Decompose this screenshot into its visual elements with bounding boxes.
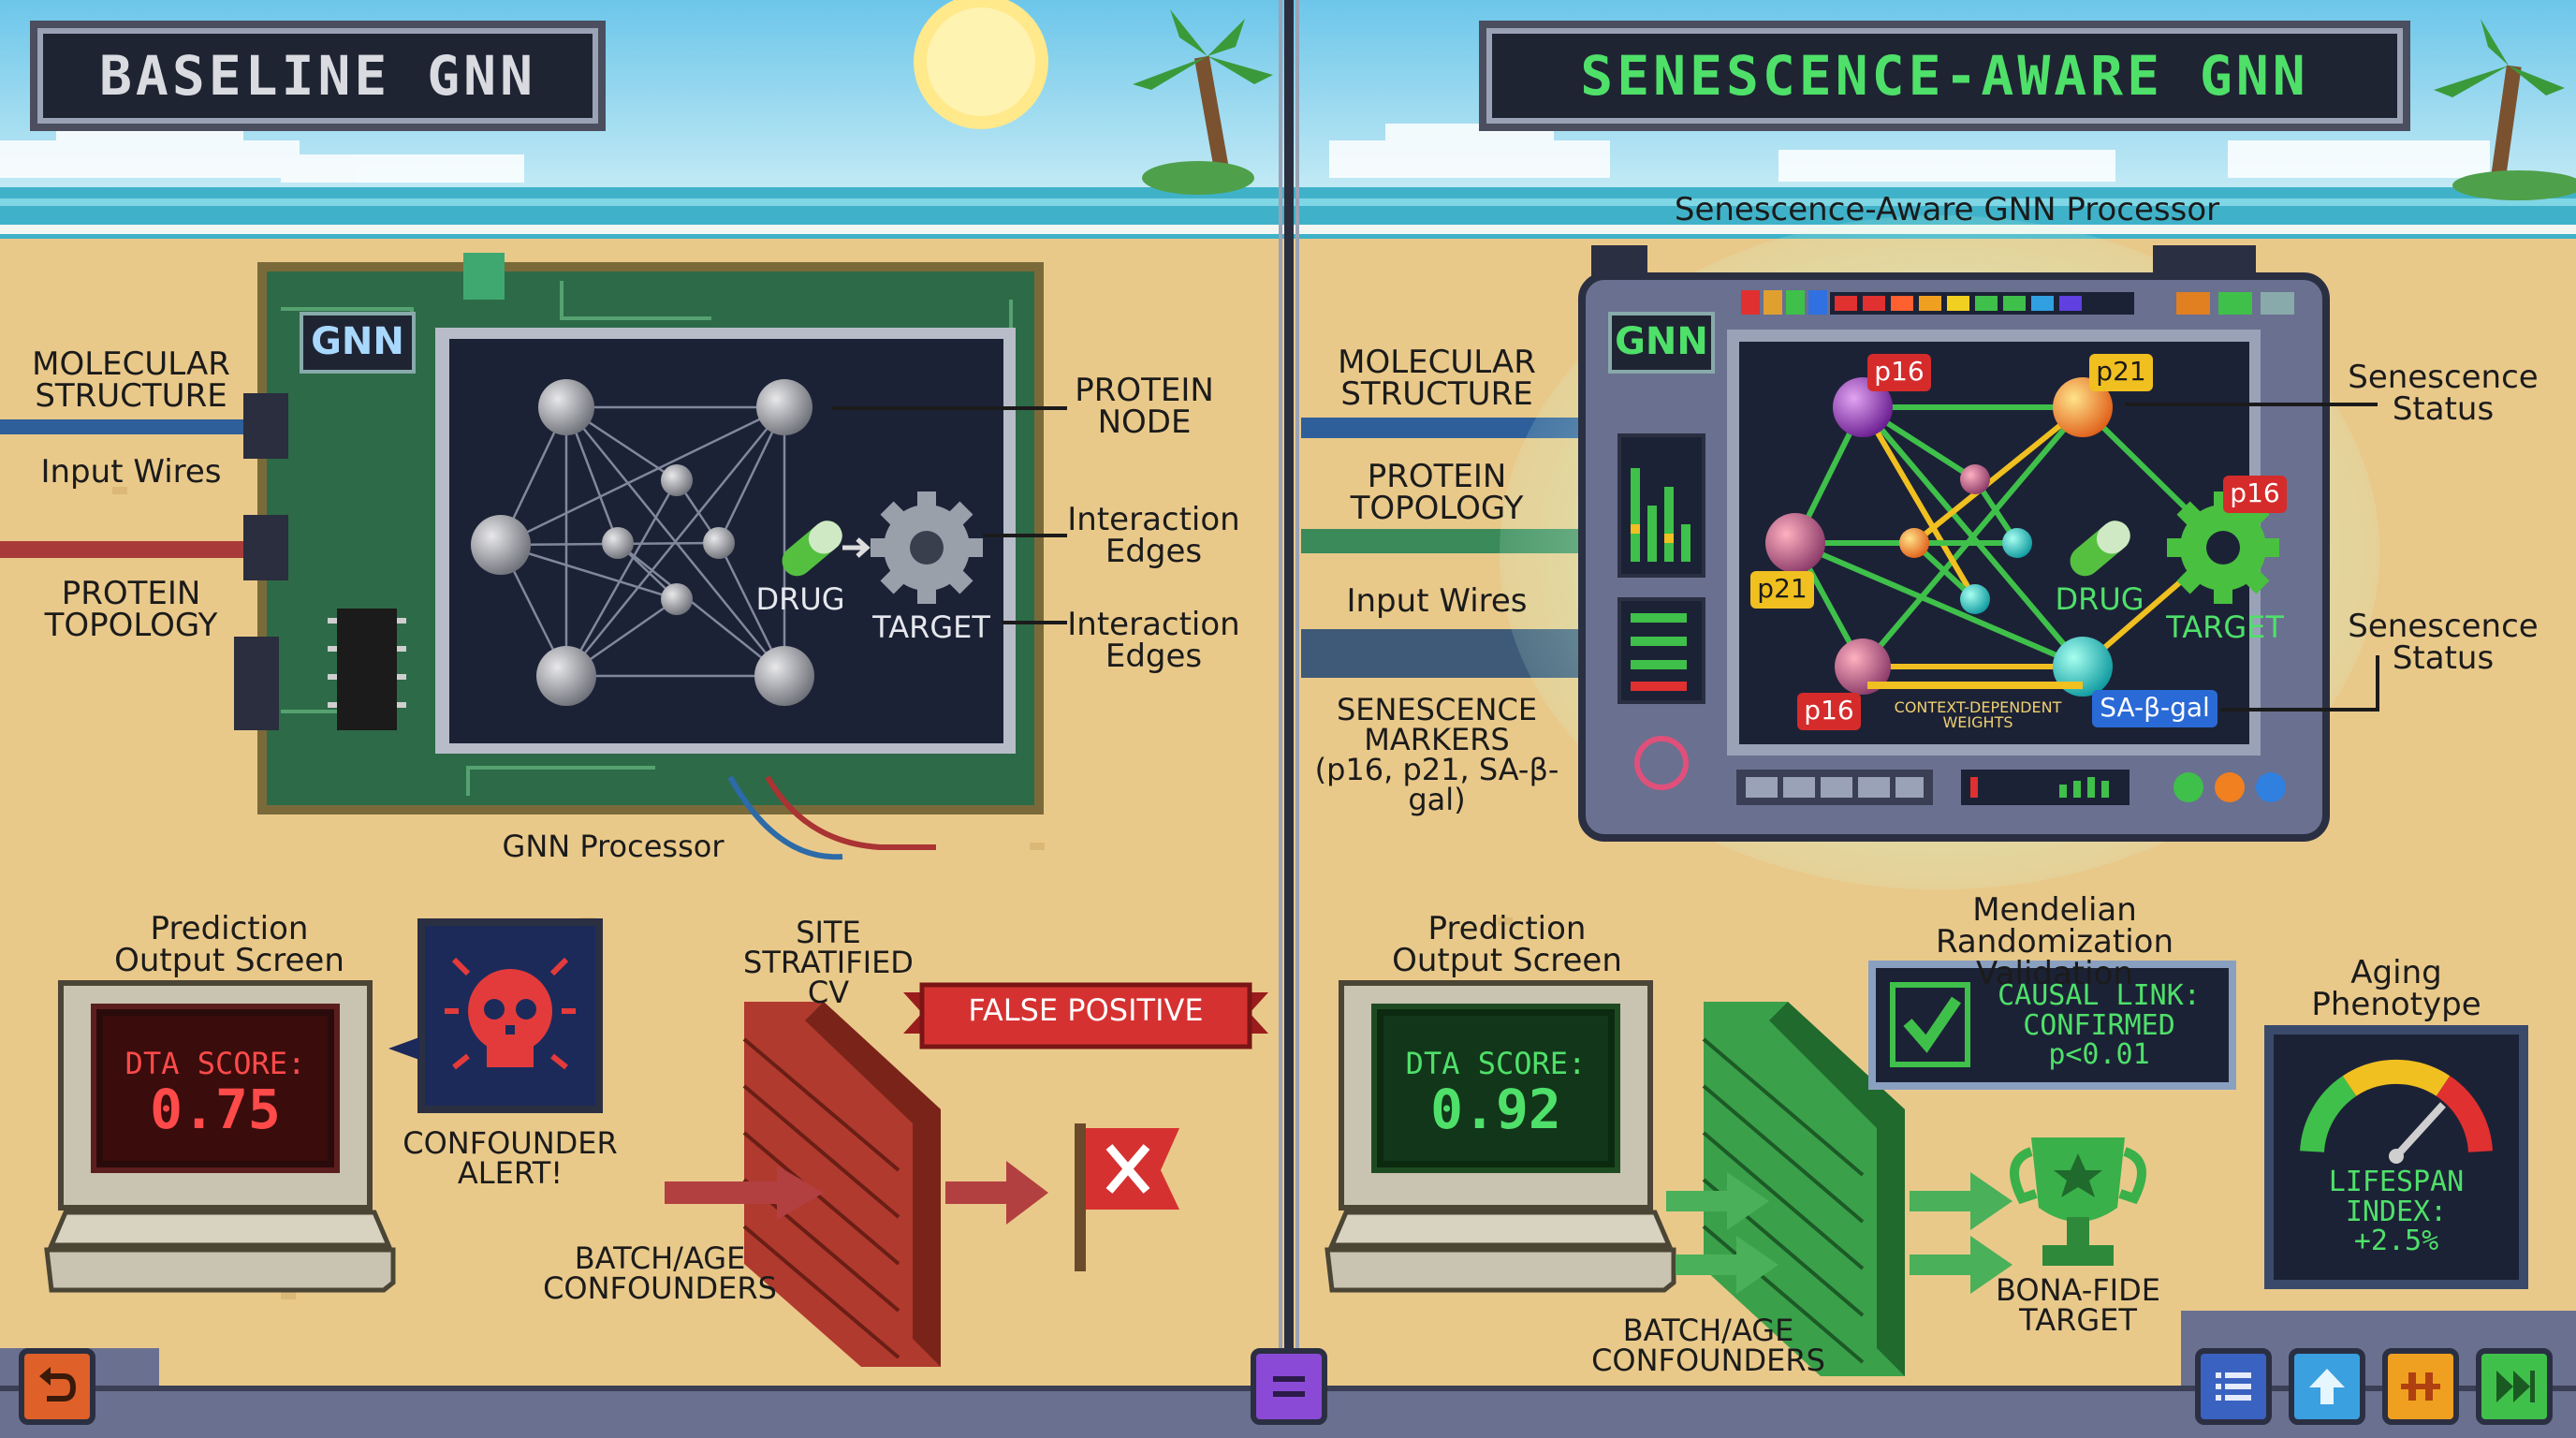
left-confounder-alert: CONFOUNDER ALERT! bbox=[402, 1125, 618, 1191]
left-title: BASELINE GNN bbox=[30, 21, 606, 131]
left-edges-callout-2: Interaction Edges bbox=[1067, 606, 1240, 675]
left-false-positive-banner: FALSE POSITIVE bbox=[968, 992, 1204, 1028]
left-protein-node-callout: PROTEIN NODE bbox=[1075, 372, 1214, 441]
right-input-topology-label: PROTEIN TOPOLOGY bbox=[1350, 458, 1524, 527]
pause-button[interactable] bbox=[2382, 1348, 2459, 1425]
fast-forward-icon bbox=[2496, 1371, 2535, 1402]
tag-p16-bottom: p16 bbox=[1804, 695, 1854, 726]
tag-sa-beta-gal: SA-β-gal bbox=[2100, 692, 2210, 723]
tag-p21-top: p21 bbox=[2096, 356, 2146, 387]
left-target-label: TARGET bbox=[872, 609, 990, 645]
context-weights-label: CONTEXT-DEPENDENT WEIGHTS bbox=[1894, 698, 2062, 731]
left-dta-title: DTA SCORE: bbox=[124, 1046, 306, 1081]
pause-icon bbox=[2401, 1372, 2440, 1401]
right-input-molecular-label: MOLECULAR STRUCTURE bbox=[1338, 344, 1536, 413]
right-confounders-label: BATCH/AGE CONFOUNDERS bbox=[1591, 1313, 1825, 1378]
left-input-molecular-label: MOLECULAR STRUCTURE bbox=[32, 345, 230, 415]
left-site-cv-label: SITE STRATIFIED CV bbox=[743, 915, 914, 1010]
fast-forward-button[interactable] bbox=[2476, 1348, 2553, 1425]
left-processor-label: GNN Processor bbox=[502, 829, 724, 864]
right-dta-value: 0.92 bbox=[1430, 1078, 1561, 1141]
left-dta-value: 0.75 bbox=[150, 1078, 281, 1141]
tag-p21-left: p21 bbox=[1757, 573, 1808, 604]
tag-p16-top: p16 bbox=[1874, 356, 1925, 387]
left-confounders-label: BATCH/AGE CONFOUNDERS bbox=[543, 1240, 777, 1306]
right-gnn-chip-label: GNN bbox=[1615, 320, 1708, 363]
right-drug-label: DRUG bbox=[2055, 581, 2144, 617]
senescence-status-callout-1: Senescence Status bbox=[2348, 359, 2539, 428]
left-edges-callout-1: Interaction Edges bbox=[1067, 501, 1240, 570]
menu-button[interactable] bbox=[1251, 1348, 1327, 1425]
tag-p16-right: p16 bbox=[2230, 477, 2280, 508]
mr-validation-label: Mendelian Randomization Validation bbox=[1935, 891, 2174, 992]
right-processor-label: Senescence-Aware GNN Processor bbox=[1674, 191, 2220, 228]
back-button[interactable] bbox=[19, 1348, 95, 1425]
senescence-status-callout-2: Senescence Status bbox=[2348, 608, 2539, 677]
left-input-topology-label: PROTEIN TOPOLOGY bbox=[44, 575, 218, 644]
undo-arrow-icon bbox=[39, 1367, 77, 1401]
bona-fide-target-label: BONA-FIDE TARGET bbox=[1996, 1272, 2160, 1338]
up-arrow-icon bbox=[2309, 1369, 2345, 1404]
right-title: SENESCENCE-AWARE GNN bbox=[1479, 21, 2410, 131]
aging-phenotype-label: Aging Phenotype bbox=[2311, 954, 2481, 1023]
menu-bars-icon bbox=[1273, 1376, 1305, 1397]
list-icon bbox=[2216, 1372, 2251, 1401]
list-button[interactable] bbox=[2195, 1348, 2272, 1425]
left-prediction-label: Prediction Output Screen bbox=[114, 910, 344, 979]
right-target-label: TARGET bbox=[2166, 609, 2284, 645]
left-drug-label: DRUG bbox=[755, 581, 845, 617]
right-input-wires-label: Input Wires bbox=[1346, 582, 1528, 620]
causal-link-text: CAUSAL LINK: CONFIRMED p<0.01 bbox=[1998, 979, 2201, 1071]
right-prediction-label: Prediction Output Screen bbox=[1392, 910, 1622, 979]
right-input-markers-label: SENESCENCE MARKERS (p16, p21, SA-β-gal) bbox=[1314, 692, 1559, 817]
lifespan-index-text: LIFESPAN INDEX: +2.5% bbox=[2328, 1166, 2465, 1257]
up-button[interactable] bbox=[2289, 1348, 2365, 1425]
right-dta-title: DTA SCORE: bbox=[1405, 1046, 1587, 1081]
left-input-wires-label: Input Wires bbox=[40, 453, 222, 491]
left-gnn-chip-label: GNN bbox=[311, 320, 404, 363]
